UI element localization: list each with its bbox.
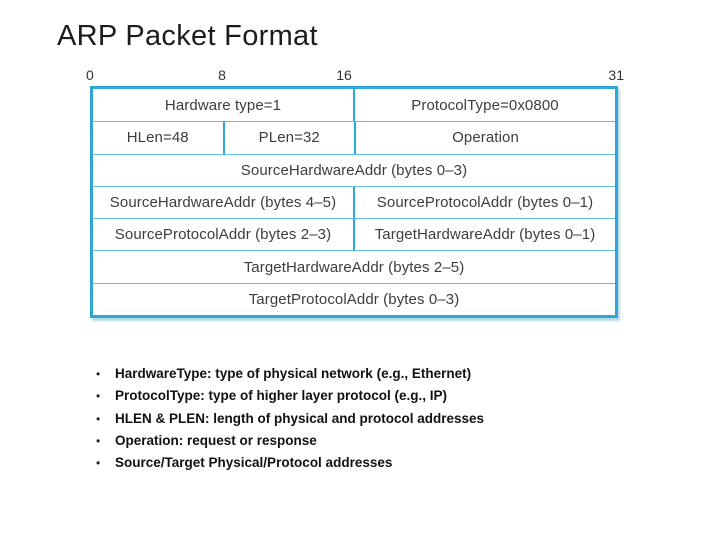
field-source-proto-addr-0-1: SourceProtocolAddr (bytes 0–1)	[353, 186, 615, 219]
field-target-hw-addr-0-1: TargetHardwareAddr (bytes 0–1)	[353, 219, 615, 251]
table-row: SourceHardwareAddr (bytes 0–3)	[93, 153, 615, 186]
table-row: Hardware type=1 ProtocolType=0x0800	[93, 89, 615, 122]
bullet-icon: •	[96, 411, 101, 426]
bullet-text: Source/Target Physical/Protocol addresse…	[115, 455, 393, 471]
page-title: ARP Packet Format	[57, 20, 318, 52]
bullet-icon: •	[96, 456, 101, 471]
table-row: TargetHardwareAddr (bytes 2–5)	[93, 250, 615, 282]
list-item: • HLEN & PLEN: length of physical and pr…	[96, 408, 484, 430]
table-row: SourceHardwareAddr (bytes 4–5) SourcePro…	[93, 185, 615, 219]
bullet-text: HLEN & PLEN: length of physical and prot…	[115, 410, 485, 426]
table-row: HLen=48 PLen=32 Operation	[93, 121, 615, 154]
bit-label-16: 16	[336, 67, 352, 83]
table-row: TargetProtocolAddr (bytes 0–3)	[93, 282, 615, 315]
field-protocol-type: ProtocolType=0x0800	[353, 89, 615, 122]
bit-scale: 0 8 16 31	[86, 62, 624, 86]
field-source-hw-addr-4-5: SourceHardwareAddr (bytes 4–5)	[109, 193, 337, 211]
field-plen: PLen=32	[222, 122, 355, 154]
field-source-proto-addr-2-3: SourceProtocolAddr (bytes 2–3)	[114, 226, 332, 244]
packet-table: Hardware type=1 ProtocolType=0x0800 HLen…	[90, 86, 618, 318]
field-target-hw-addr-2-5: TargetHardwareAddr (bytes 2–5)	[243, 258, 465, 276]
bullet-text: Operation: request or response	[115, 432, 317, 448]
field-hlen: HLen=48	[126, 129, 189, 147]
field-operation: Operation	[354, 122, 615, 154]
list-item: • HardwareType: type of physical network…	[96, 363, 484, 385]
bullet-icon: •	[96, 389, 101, 404]
bullet-list: • HardwareType: type of physical network…	[96, 363, 484, 474]
list-item: • ProtocolType: type of higher layer pro…	[96, 385, 484, 407]
field-target-proto-addr-0-3: TargetProtocolAddr (bytes 0–3)	[248, 290, 460, 308]
arp-packet-diagram: 0 8 16 31 Hardware type=1 ProtocolType=0…	[86, 62, 624, 318]
field-source-hw-addr-0-3: SourceHardwareAddr (bytes 0–3)	[240, 161, 468, 179]
bullet-icon: •	[96, 433, 101, 448]
table-row: SourceProtocolAddr (bytes 2–3) TargetHar…	[93, 218, 615, 251]
bit-label-31: 31	[608, 67, 624, 83]
bullet-text: ProtocolType: type of higher layer proto…	[115, 388, 448, 404]
list-item: • Source/Target Physical/Protocol addres…	[96, 452, 484, 474]
list-item: • Operation: request or response	[96, 430, 484, 452]
bit-label-0: 0	[86, 67, 94, 83]
field-hardware-type: Hardware type=1	[164, 96, 282, 114]
bit-label-8: 8	[218, 67, 226, 83]
bullet-text: HardwareType: type of physical network (…	[115, 366, 472, 381]
bullet-icon: •	[96, 367, 101, 381]
